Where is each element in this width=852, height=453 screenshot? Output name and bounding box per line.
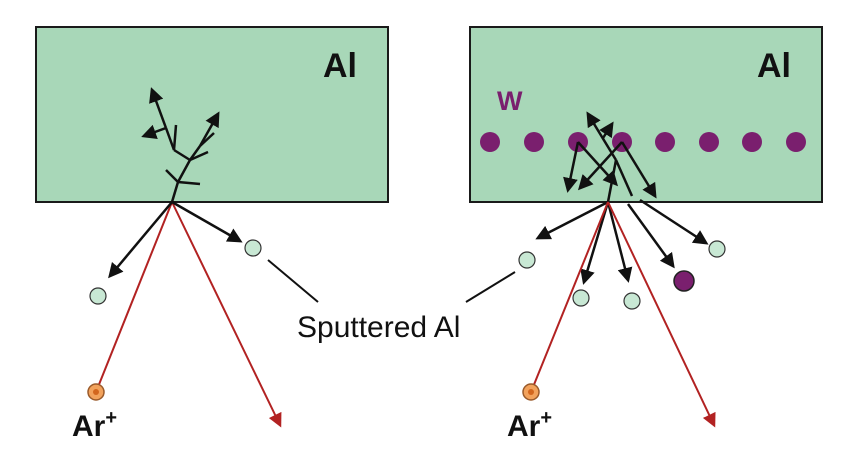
right-sputter-arrow-1 [535, 200, 609, 240]
right-al-label: Al [757, 47, 791, 85]
tungsten-atom [742, 132, 762, 152]
right-sputter-arrow-2 [580, 201, 610, 285]
left-ar-charge: + [105, 407, 117, 429]
left-ar-label: Ar+ [72, 407, 117, 443]
sputtered-al-label: Sputtered Al [297, 311, 460, 344]
right-ar-ion-core [528, 389, 534, 395]
right-sputter-arrow-3 [606, 201, 633, 283]
left-collision-cascade [141, 87, 220, 203]
left-sputter-arrow-2 [171, 200, 243, 243]
right-collision-cascade [563, 111, 657, 203]
tungsten-atom [524, 132, 544, 152]
right-ar-charge: + [540, 407, 552, 429]
tungsten-label: W [497, 86, 523, 116]
right-sputtered-atom [623, 292, 641, 310]
callout-leader-right [465, 271, 516, 303]
right-panel: Al W [469, 26, 823, 443]
tungsten-atom [786, 132, 806, 152]
right-reflected-path [607, 201, 716, 428]
right-al-target [469, 26, 823, 203]
tungsten-atom [480, 132, 500, 152]
left-sputter-arrow-1 [108, 201, 173, 279]
left-sputtered-atom [244, 239, 262, 257]
left-ar-ion-path [95, 201, 173, 393]
left-ar-ion-core [93, 389, 99, 395]
right-sputtered-atom [518, 251, 536, 269]
tungsten-atom [699, 132, 719, 152]
right-sputter-arrow-4 [626, 203, 675, 269]
left-al-label: Al [323, 47, 357, 85]
left-sputtered-atom [89, 287, 107, 305]
callout-leader-left [267, 259, 319, 303]
right-sputter-arrow-5 [639, 198, 709, 245]
right-sputtered-atom [572, 289, 590, 307]
sputtered-tungsten-atom [673, 270, 695, 292]
right-ar-label: Ar+ [507, 407, 552, 443]
sputtered-al-callout: Sputtered Al [267, 259, 516, 344]
right-ar-ion-path [530, 201, 609, 393]
left-reflected-path [171, 201, 282, 428]
right-sputtered-atom [708, 240, 726, 258]
left-panel: Al Ar+ [35, 26, 389, 443]
tungsten-atom [655, 132, 675, 152]
